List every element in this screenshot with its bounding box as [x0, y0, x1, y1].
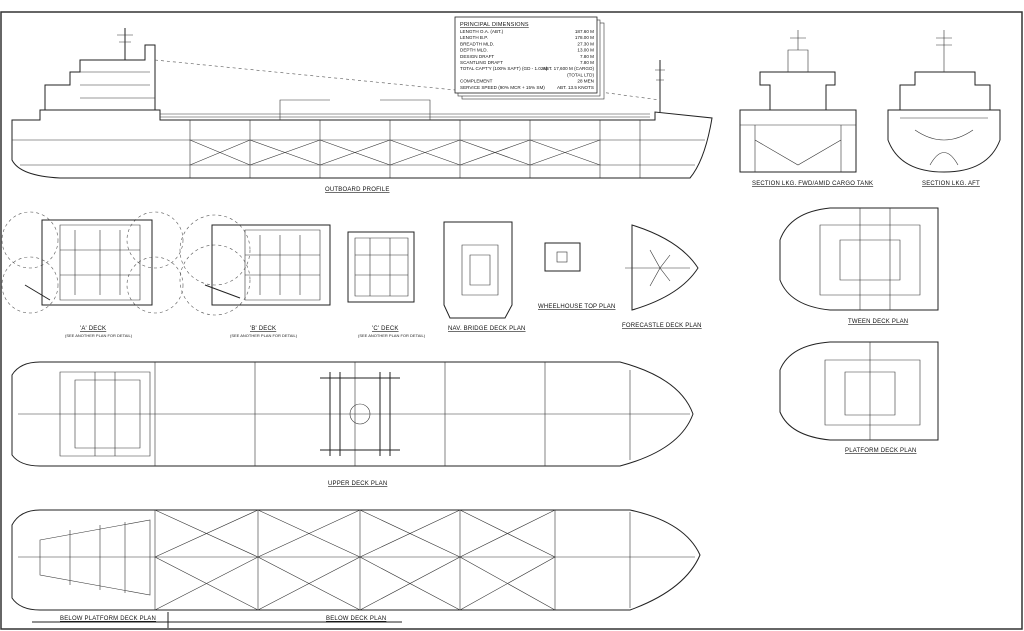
c-deck-note: (SEE ANOTHER PLAN FOR DETAIL)	[358, 333, 426, 338]
b-deck-plan: 'B' DECK (SEE ANOTHER PLAN FOR DETAIL)	[179, 214, 331, 338]
dimension-label: DEPTH MLD.	[460, 48, 488, 53]
upper-deck-label: UPPER DECK PLAN	[328, 481, 387, 487]
below-platform-deck-label: BELOW PLATFORM DECK PLAN	[60, 616, 156, 622]
principal-dimensions-table: PRINCIPAL DIMENSIONS LENGTH O.A. (ABT.) 1…	[454, 16, 605, 100]
dimension-value: 27.30 M	[577, 41, 594, 46]
dimension-label: SERVICE SPEED (90% MCR + 15% SM)	[460, 85, 545, 90]
dimension-value: 187.60 M	[575, 29, 594, 34]
c-deck-plan: 'C' DECK (SEE ANOTHER PLAN FOR DETAIL)	[347, 231, 426, 338]
forecastle-label: FORECASTLE DECK PLAN	[622, 323, 702, 329]
section-aft: SECTION LKG. AFT	[887, 30, 1001, 187]
wheelhouse-top-plan: WHEELHOUSE TOP PLAN	[538, 242, 616, 310]
b-deck-label: 'B' DECK	[250, 326, 276, 332]
principal-dimensions-heading: PRINCIPAL DIMENSIONS	[460, 22, 529, 28]
dimension-value: 7.80 M	[580, 60, 594, 65]
dimension-label: DESIGN DRAFT	[460, 54, 494, 59]
platform-deck-plan: PLATFORM DECK PLAN	[779, 341, 939, 454]
drawing-frame	[0, 11, 1023, 630]
section-fwd-cargo-tank: SECTION LKG. FWD/AMID CARGO TANK	[739, 30, 873, 187]
dimension-label: TOTAL CAPT'Y (100% SAFT) (GD - 1.025)	[460, 66, 548, 71]
section-fwd-label: SECTION LKG. FWD/AMID CARGO TANK	[752, 181, 873, 187]
dimension-value: 7.80 M	[580, 54, 594, 59]
dimension-label: COMPLEMENT	[460, 79, 493, 84]
a-deck-label: 'A' DECK	[80, 326, 106, 332]
dimension-value: ABT. 17,600 M (CARGO)	[543, 66, 595, 71]
dimension-value: 28 MEN	[577, 79, 594, 84]
dimension-label: LENGTH B.P.	[460, 35, 488, 40]
dimension-label: BREADTH MLD.	[460, 41, 494, 46]
dimension-label: SCANTLING DRAFT	[460, 60, 503, 65]
platform-deck-label: PLATFORM DECK PLAN	[845, 448, 917, 454]
b-deck-note: (SEE ANOTHER PLAN FOR DETAIL)	[230, 333, 298, 338]
a-deck-plan: 'A' DECK (SEE ANOTHER PLAN FOR DETAIL)	[1, 211, 184, 338]
section-aft-label: SECTION LKG. AFT	[922, 181, 980, 187]
forecastle-deck-plan: FORECASTLE DECK PLAN	[622, 224, 702, 329]
a-deck-note: (SEE ANOTHER PLAN FOR DETAIL)	[65, 333, 133, 338]
c-deck-label: 'C' DECK	[372, 326, 399, 332]
wheelhouse-top-label: WHEELHOUSE TOP PLAN	[538, 304, 616, 310]
below-deck-label: BELOW DECK PLAN	[326, 616, 386, 622]
upper-deck-plan: UPPER DECK PLAN	[11, 361, 694, 487]
tween-deck-label: TWEEN DECK PLAN	[848, 319, 908, 325]
dimension-value: 13.00 M	[577, 48, 594, 53]
outboard-profile-label: OUTBOARD PROFILE	[325, 187, 390, 193]
below-deck-plan: BELOW PLATFORM DECK PLAN BELOW DECK PLAN	[11, 509, 701, 628]
tween-deck-plan: TWEEN DECK PLAN	[779, 207, 939, 325]
nav-bridge-deck-plan: NAV. BRIDGE DECK PLAN	[443, 221, 526, 332]
outboard-profile: OUTBOARD PROFILE	[11, 28, 713, 193]
dimension-label: LENGTH O.A. (ABT.)	[460, 29, 504, 34]
nav-bridge-label: NAV. BRIDGE DECK PLAN	[448, 326, 526, 332]
dimension-value: ABT. 13.5 KNOTS	[557, 85, 594, 90]
dimension-value: (TOTAL LTD)	[567, 72, 594, 77]
dimension-value: 178.00 M	[575, 35, 594, 40]
